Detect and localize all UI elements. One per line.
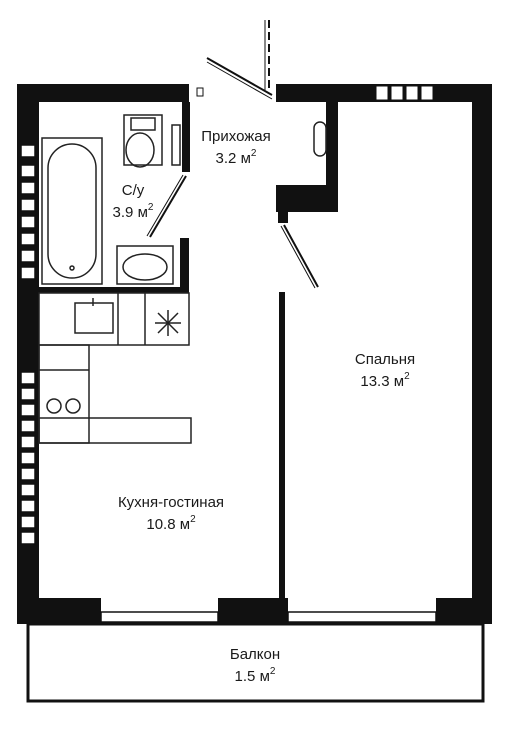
room-area: 3.9 м [112, 204, 148, 221]
interior-walls [39, 102, 338, 598]
left-window-lower [20, 371, 36, 545]
toilet [123, 114, 163, 168]
room-label-kitchen: Кухня-гостиная 10.8 м2 [88, 494, 254, 534]
entrance-door [196, 20, 273, 100]
room-name: Кухня-гостиная [117, 494, 225, 511]
top-window [376, 86, 433, 100]
towel-rail [171, 124, 181, 166]
room-name: Спальня [354, 351, 416, 368]
area-unit-sup: 2 [250, 148, 257, 159]
area-unit-sup: 2 [147, 202, 154, 213]
left-window-upper [20, 144, 36, 280]
area-unit-sup: 2 [269, 666, 276, 677]
bedroom-door [280, 224, 319, 289]
room-label-balcony: Балкон 1.5 м2 [210, 646, 300, 686]
balcony-openings [100, 611, 437, 623]
room-label-bathroom: С/у 3.9 м2 [100, 182, 166, 222]
room-area: 3.2 м [215, 150, 251, 167]
kitchen-unit [38, 292, 192, 444]
balcony-outline [26, 622, 485, 703]
bathroom-sink [116, 245, 174, 285]
room-name: С/у [121, 182, 145, 199]
room-name: Балкон [229, 646, 281, 663]
room-area: 10.8 м [146, 516, 191, 533]
stove-icon [155, 310, 181, 336]
room-label-hallway: Прихожая 3.2 м2 [196, 128, 276, 168]
room-label-bedroom: Спальня 13.3 м2 [330, 351, 440, 391]
room-area: 13.3 м [360, 373, 405, 390]
hallway-shelf [313, 121, 327, 157]
area-unit-sup: 2 [190, 514, 196, 525]
area-unit-sup: 2 [404, 371, 410, 382]
room-name: Прихожая [201, 128, 271, 145]
bathroom-door [146, 174, 187, 238]
room-area: 1.5 м [234, 668, 270, 685]
bathtub [41, 137, 103, 285]
